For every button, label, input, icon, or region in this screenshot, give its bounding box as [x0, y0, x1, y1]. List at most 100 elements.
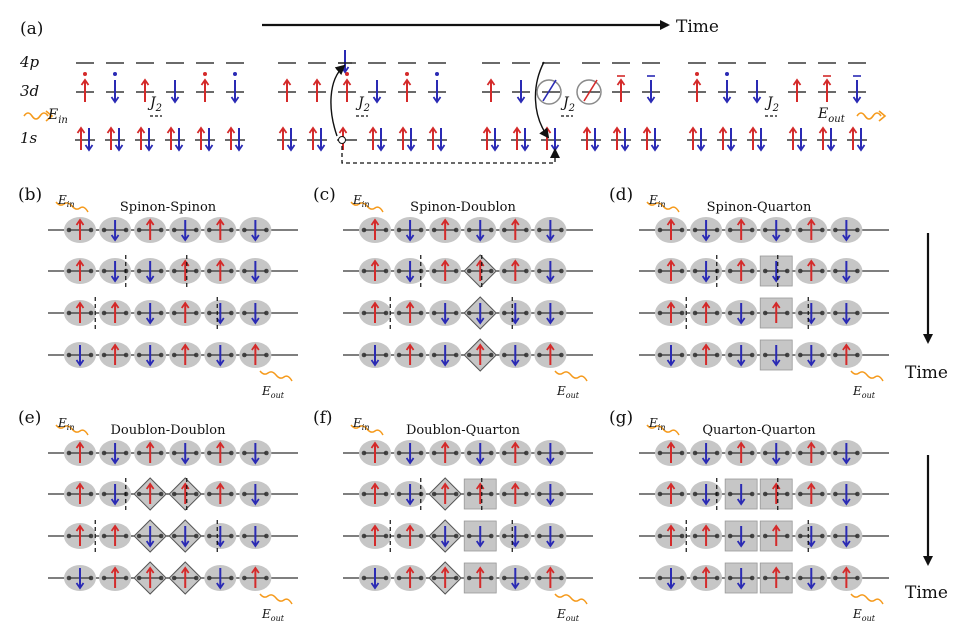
- core-spin-down-head: [826, 144, 836, 152]
- spin-down-arrow-head: [180, 234, 190, 242]
- spin-up-arrow-head: [666, 218, 676, 226]
- spin-down-arrow-head: [216, 540, 225, 548]
- spin-down-arrow-head: [405, 457, 415, 465]
- core-spin-down-head: [286, 144, 296, 152]
- hole-dot: [233, 72, 237, 76]
- core-spin-up-head: [612, 126, 622, 134]
- e-out-label: Eout: [261, 384, 285, 400]
- orbital-dot: [453, 268, 459, 274]
- spin-down-arrow-head: [75, 582, 85, 590]
- spin-up-arrow-head: [701, 343, 711, 351]
- spin-up-arrow-head: [282, 78, 292, 86]
- orbital-dot: [488, 533, 494, 539]
- core-spin-up-head: [338, 126, 348, 134]
- e-out-label-a: Eout: [817, 106, 846, 125]
- e-out-label: Eout: [556, 384, 580, 400]
- spin-down-arrow-head: [475, 457, 485, 465]
- spin-down-arrow-head: [251, 275, 260, 283]
- photon-out-head: [878, 110, 887, 122]
- spin-down-arrow-head: [475, 234, 485, 242]
- spin-down-arrow-head: [145, 275, 155, 283]
- spin-down-arrow-head: [251, 234, 260, 242]
- orbital-label-4p: 4p: [19, 53, 40, 71]
- spin-up-arrow-head: [736, 218, 746, 226]
- spin-up-arrow-head: [80, 78, 90, 86]
- photon-in: Ein: [350, 416, 384, 436]
- spin-down-arrow-head: [842, 234, 851, 242]
- chain-row: [343, 519, 593, 553]
- spin-up-arrow-head: [110, 524, 120, 532]
- chain-row: [343, 296, 593, 330]
- orbital-dot: [488, 310, 494, 316]
- spin-up-arrow-head: [440, 259, 450, 267]
- photon-wave: [350, 424, 384, 436]
- core-spin-up-head: [166, 126, 176, 134]
- photon-in: Ein: [350, 193, 384, 213]
- chain-row: [639, 562, 889, 594]
- hole-dot: [695, 72, 699, 76]
- core-spin-up-head: [136, 126, 146, 134]
- photon-wave: [55, 201, 89, 213]
- core-spin-down-head: [144, 144, 154, 152]
- e-in-label: Ein: [648, 193, 665, 209]
- photon-in: Ein: [55, 416, 89, 436]
- chain-row: [343, 477, 593, 511]
- spin-down-arrow-head: [145, 359, 155, 367]
- core-spin-up-head: [642, 126, 652, 134]
- spin-up-arrow-head: [807, 218, 816, 226]
- spin-down-arrow-head: [736, 582, 746, 590]
- panel-title: Spinon-Quarton: [707, 200, 812, 215]
- photon-wave: [55, 424, 89, 436]
- spin-up-arrow-head: [145, 566, 155, 574]
- core-spin-down-head: [650, 144, 660, 152]
- j2-labels: J2 J2 J2 J2: [147, 95, 779, 117]
- spin-down-arrow-head: [440, 317, 450, 325]
- spin-down-arrow-head: [842, 540, 851, 548]
- spin-down-arrow-head: [546, 457, 555, 465]
- spin-down-arrow-head: [405, 234, 415, 242]
- spin-up-arrow-head: [546, 566, 555, 574]
- e-in-label-a: Ein: [47, 107, 68, 126]
- spin-down-arrow-head: [771, 457, 781, 465]
- spin-up-arrow-head: [216, 441, 225, 449]
- spin-down-arrow-head: [842, 317, 851, 325]
- spin-down-arrow-head: [372, 96, 382, 104]
- panel-title: Spinon-Doublon: [410, 200, 516, 215]
- spin-down-arrow-head: [752, 96, 762, 104]
- spin-up-arrow-head: [511, 259, 520, 267]
- core-spin-down-head: [696, 144, 706, 152]
- chain-row: [639, 339, 889, 371]
- panel-label-a: (a): [20, 19, 43, 39]
- core-spin-up-head: [368, 126, 378, 134]
- core-spin-up-head: [278, 126, 288, 134]
- core-spin-up-head: [718, 126, 728, 134]
- spin-down-arrow-head: [807, 540, 816, 548]
- chain-row: [639, 440, 889, 466]
- spin-down-arrow-head: [170, 96, 180, 104]
- spin-down-arrow-head: [852, 96, 862, 104]
- photon-wave: [259, 593, 293, 605]
- photon-wave: [646, 201, 680, 213]
- exchange-loop-right: [576, 79, 602, 105]
- panel-label: (e): [18, 408, 41, 428]
- chain-row: [639, 520, 889, 552]
- chain-row: [48, 440, 298, 466]
- state-snapshot: [687, 62, 867, 152]
- core-spin-down-head: [406, 144, 416, 152]
- spin-down-arrow-head: [230, 96, 240, 104]
- chain-row: [343, 440, 593, 466]
- spin-up-arrow-head: [75, 301, 85, 309]
- spin-down-arrow-head: [475, 317, 485, 325]
- chain-row: [48, 342, 298, 368]
- spin-up-arrow-head: [475, 566, 485, 574]
- spin-up-arrow-head: [792, 78, 802, 86]
- core-spin-down-head: [490, 144, 500, 152]
- core-spin-down-head: [234, 144, 244, 152]
- spin-down-arrow-head: [546, 540, 555, 548]
- chain-row: [48, 217, 298, 243]
- photon-wave: [554, 593, 588, 605]
- chain-row: [48, 297, 298, 329]
- orbital-dot: [453, 310, 459, 316]
- spin-down-arrow-head: [440, 540, 450, 548]
